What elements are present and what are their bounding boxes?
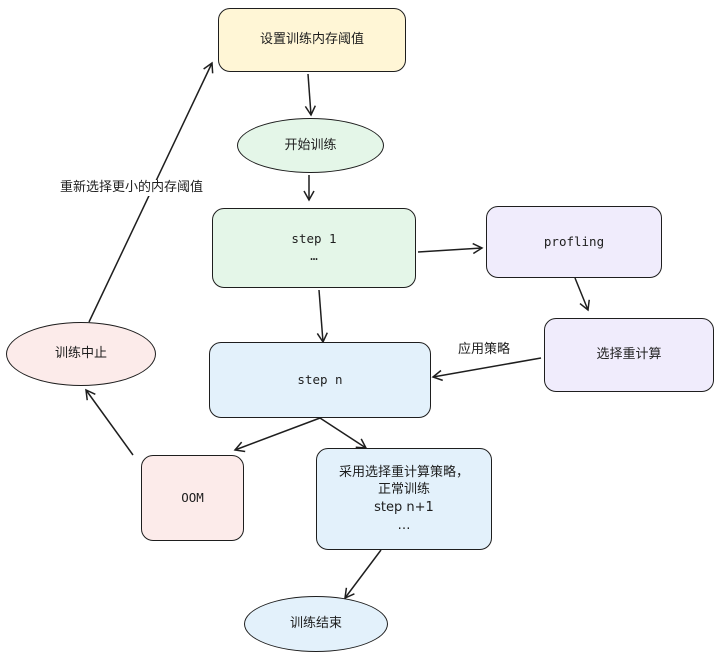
edge-stepn-to-continue (319, 417, 368, 449)
edge-profiling-to-select (574, 277, 590, 312)
edge-continue-to-finished (344, 549, 382, 600)
node-select-recompute: 选择重计算 (544, 318, 714, 392)
edge-select-to-stepn (431, 357, 542, 382)
node-oom: OOM (141, 455, 244, 541)
node-profiling: profling (486, 206, 662, 278)
node-training-stopped: 训练中止 (6, 322, 156, 386)
node-step-n: step n (209, 342, 431, 418)
node-continue-training: 采用选择重计算策略， 正常训练 step n+1 … (316, 448, 492, 550)
edge-threshold-to-start (304, 73, 317, 117)
edge-step1-to-stepn (316, 289, 328, 344)
edge-label-apply-strategy: 应用策略 (456, 342, 513, 358)
edge-label-reselect-threshold: 重新选择更小的内存阈值 (58, 180, 206, 196)
edge-oom-to-stopped (85, 388, 134, 456)
edge-step1-to-profiling (417, 242, 484, 255)
node-training-finished: 训练结束 (244, 596, 388, 652)
node-start-training: 开始训练 (237, 118, 384, 173)
node-set-threshold: 设置训练内存阈值 (218, 8, 406, 72)
edge-stepn-to-oom (233, 417, 321, 453)
node-step-1: step 1 … (212, 208, 416, 288)
